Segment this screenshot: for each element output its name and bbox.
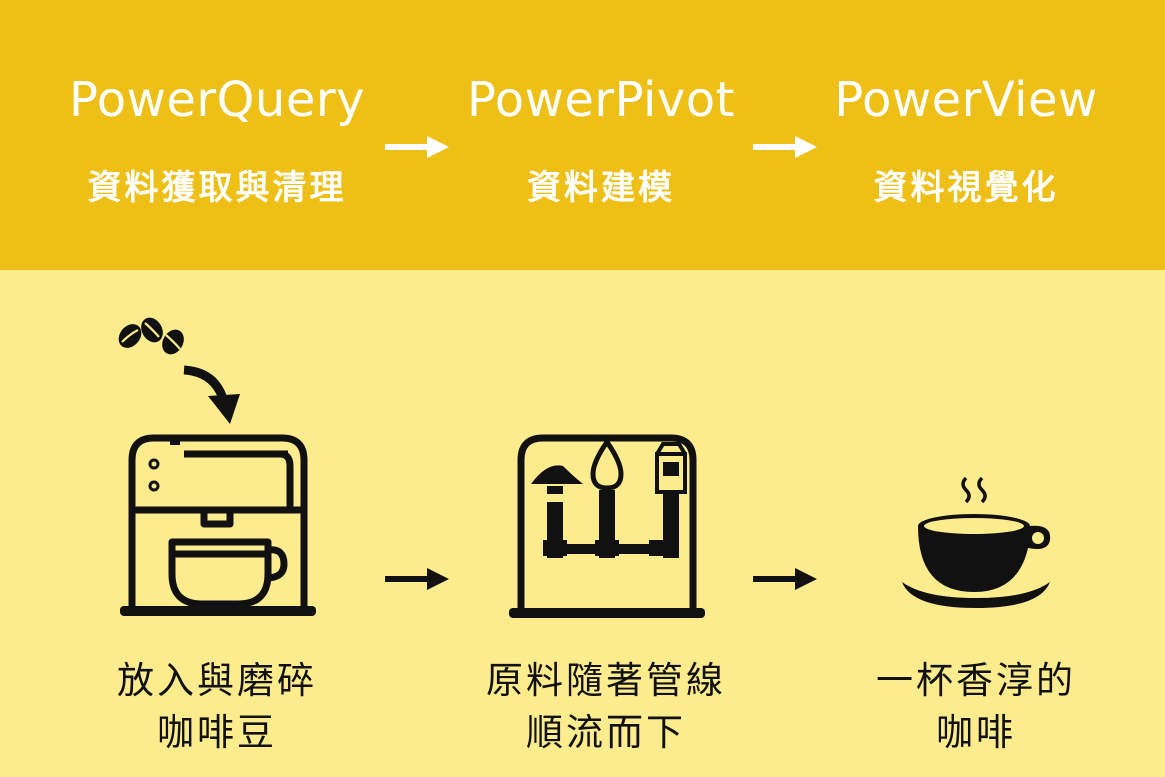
- step-1-tool-title: PowerQuery: [69, 72, 365, 128]
- curved-arrow-icon: [183, 365, 240, 424]
- step-3-tool-title: PowerView: [834, 72, 1098, 128]
- step-3-task: 資料視覺化: [873, 168, 1059, 208]
- step-2-caption: 原料隨著管線 順流而下: [486, 655, 726, 759]
- header-band: [0, 0, 1165, 270]
- step-3-caption-line-1: 一杯香淳的: [876, 659, 1076, 702]
- right-arrow-icon: [753, 568, 817, 590]
- step-1-caption-line-1: 放入與磨碎: [117, 659, 317, 702]
- step-1-caption: 放入與磨碎 咖啡豆: [117, 655, 317, 759]
- coffee-machine-icon: [120, 434, 316, 616]
- step-1-caption-line-2: 咖啡豆: [157, 711, 277, 754]
- pipeline-icon: [509, 434, 705, 618]
- right-arrow-icon: [385, 136, 449, 158]
- step-2-caption-line-1: 原料隨著管線: [486, 659, 726, 702]
- coffee-beans-icon: [118, 317, 184, 355]
- step-1-task: 資料獲取與清理: [87, 168, 347, 208]
- right-arrow-icon: [753, 136, 817, 158]
- right-arrow-icon: [385, 568, 449, 590]
- step-2-task: 資料建模: [527, 168, 675, 208]
- step-3-caption-line-2: 咖啡: [936, 711, 1016, 754]
- step-2-tool-title: PowerPivot: [467, 72, 735, 128]
- coffee-cup-icon: [902, 476, 1051, 608]
- step-3-caption: 一杯香淳的 咖啡: [876, 655, 1076, 759]
- step-2-caption-line-2: 順流而下: [526, 711, 686, 754]
